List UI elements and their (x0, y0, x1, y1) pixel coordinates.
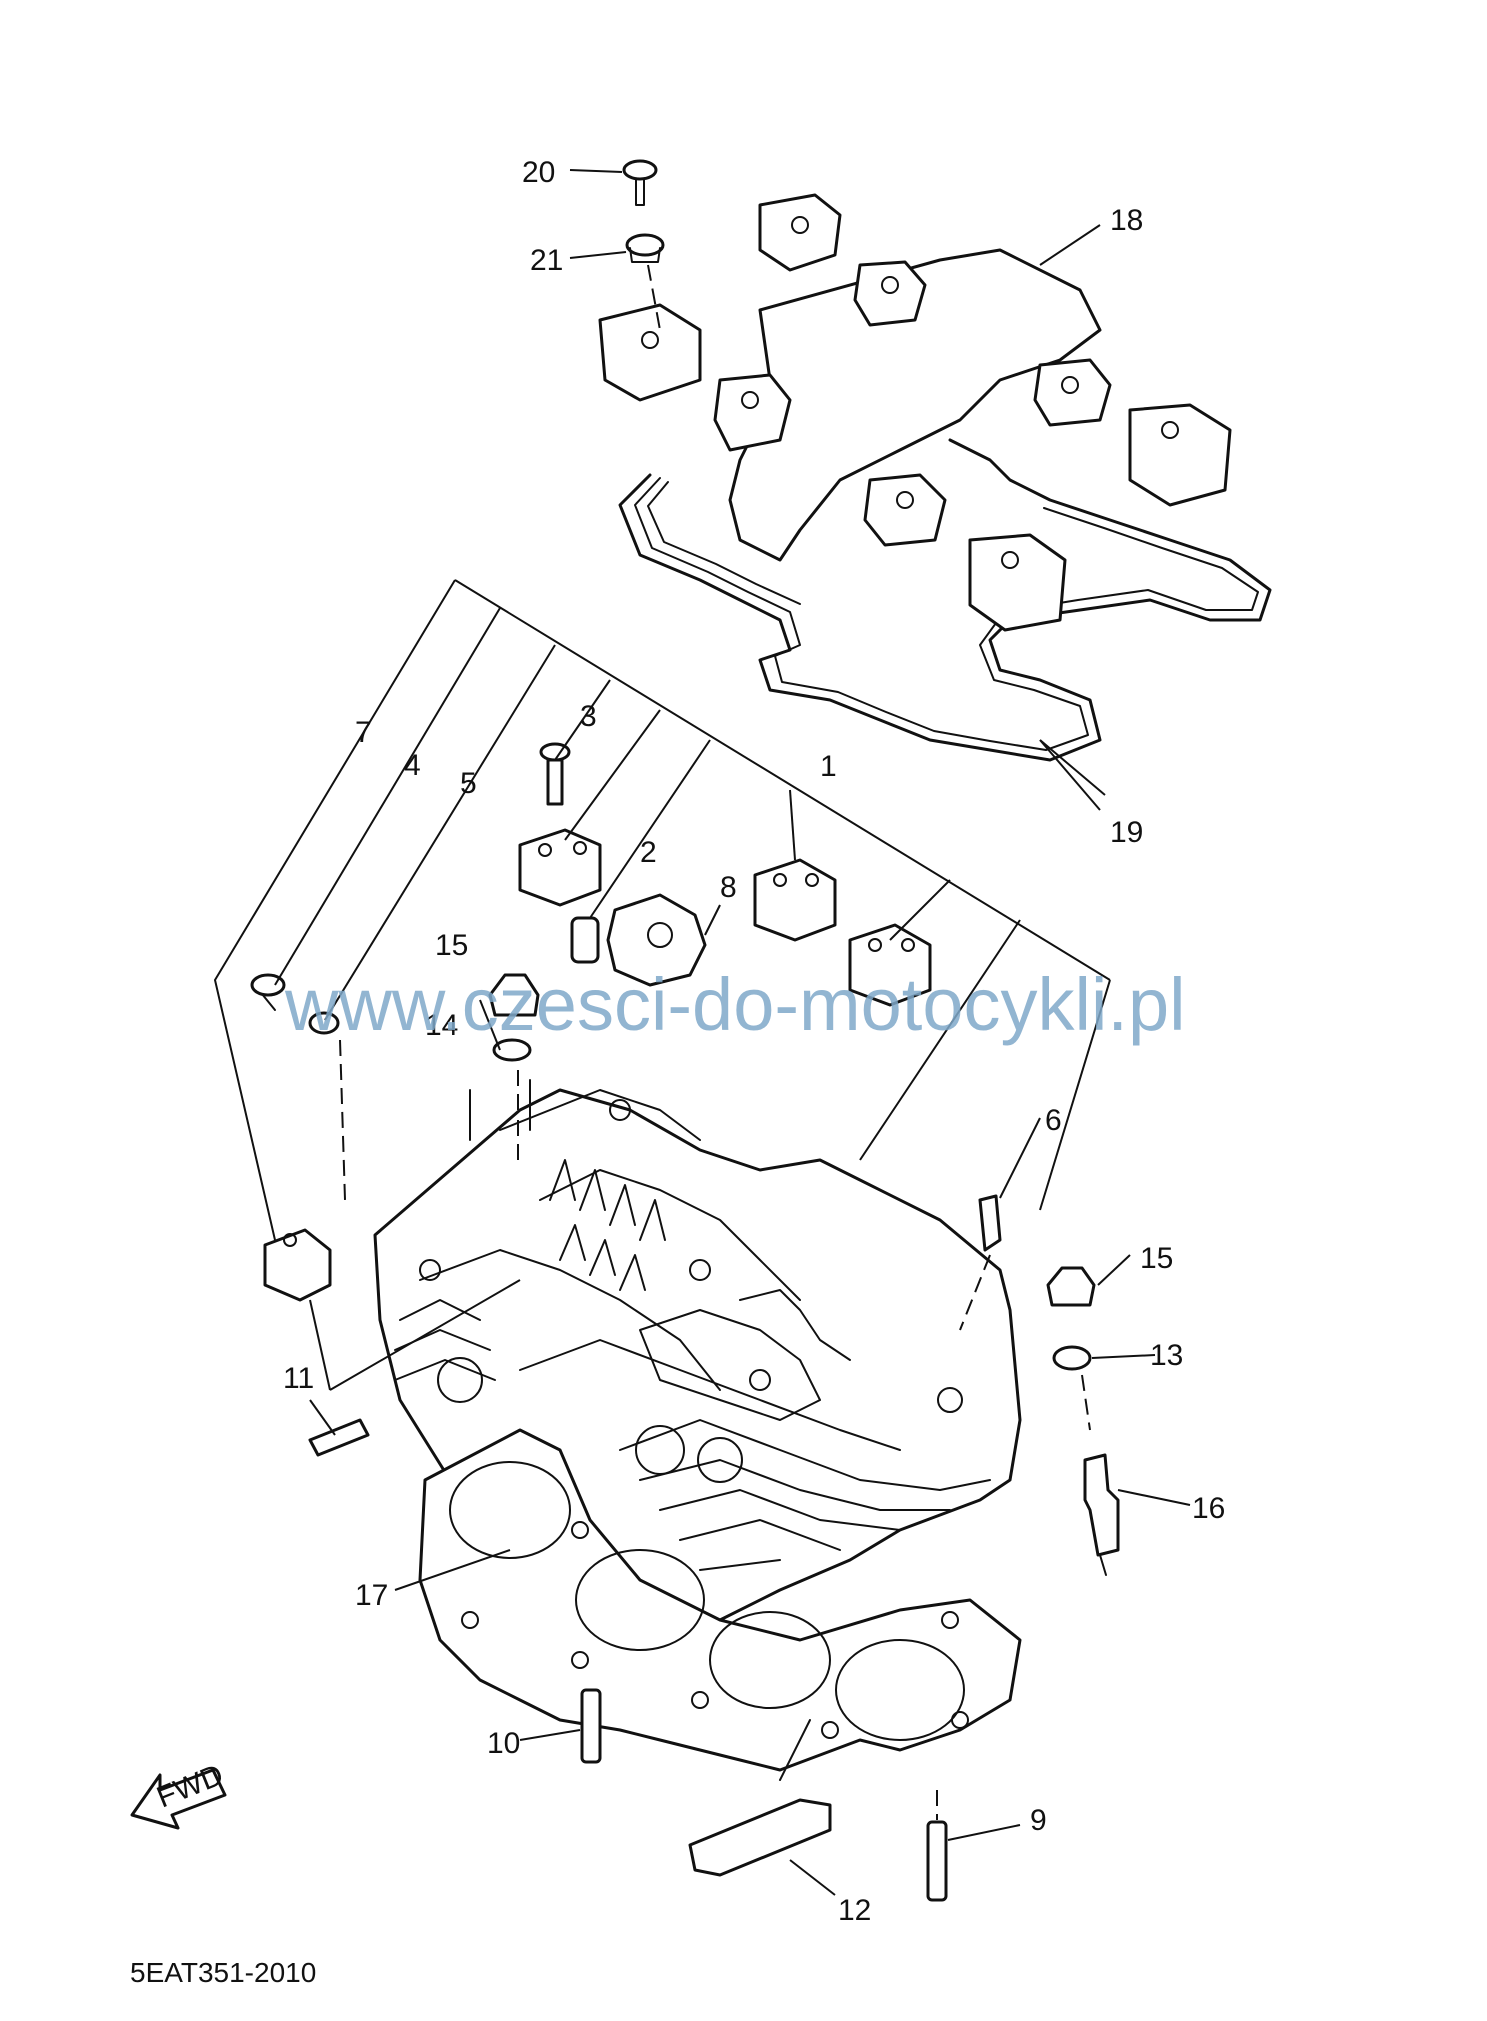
callout-2: 2 (640, 836, 657, 869)
washer-21 (625, 233, 665, 331)
bracket-7 (263, 1228, 332, 1302)
cap-nut-15-top (488, 973, 540, 1160)
head-cover (598, 193, 1232, 632)
head-cover-gasket (618, 438, 1272, 762)
cam-cap-left (518, 828, 602, 907)
callout-labels: 1 2 3 4 5 6 7 8 9 10 11 12 13 14 15 15 1… (283, 156, 1225, 1927)
head-gasket (418, 1428, 1022, 1772)
washer-13 (1052, 1345, 1092, 1431)
bolt-4 (250, 973, 286, 1011)
assembly-bracket-lines (213, 579, 1111, 1391)
callout-11: 11 (283, 1362, 314, 1395)
callout-15-top: 15 (435, 929, 468, 962)
callout-21: 21 (530, 244, 563, 277)
callout-19: 19 (1110, 816, 1143, 849)
watermark-url: www.czesci-do-motocykli.pl (284, 963, 1186, 1046)
fwd-label: FWD (152, 1758, 228, 1814)
guide-12 (688, 1719, 832, 1877)
bolt-20 (622, 159, 658, 206)
callout-6: 6 (1045, 1104, 1062, 1137)
callout-12: 12 (838, 1894, 871, 1927)
cam-cap-right-a (753, 858, 837, 942)
callout-16: 16 (1192, 1492, 1225, 1525)
cap-8 (606, 893, 707, 987)
diagram-code: 5EAT351-2010 (130, 1957, 316, 1988)
callout-14: 14 (425, 1009, 458, 1042)
dowel-2 (570, 916, 600, 964)
washer-14 (492, 1038, 532, 1110)
seal-5 (308, 1011, 346, 1201)
callout-3: 3 (580, 700, 597, 733)
callout-10: 10 (487, 1727, 520, 1760)
callout-17: 17 (355, 1579, 388, 1612)
fwd-arrow-icon: FWD (130, 1758, 228, 1830)
stud-11 (308, 1418, 370, 1457)
stud-10 (580, 1688, 602, 1764)
callout-leaders (309, 169, 1191, 1896)
callout-8: 8 (720, 871, 737, 904)
callout-9: 9 (1030, 1804, 1047, 1837)
callout-18: 18 (1110, 204, 1143, 237)
bolt-3 (539, 742, 571, 806)
callout-1: 1 (820, 750, 837, 783)
stud-9 (926, 1790, 948, 1902)
callout-20: 20 (522, 156, 555, 189)
callout-13: 13 (1150, 1339, 1183, 1372)
cam-cap-right-b (848, 923, 932, 1007)
guide-6 (959, 1194, 1002, 1331)
callout-4: 4 (404, 749, 421, 782)
spark-plug-16 (1083, 1453, 1120, 1576)
callout-5: 5 (460, 767, 477, 800)
callout-15-right: 15 (1140, 1242, 1173, 1275)
cap-nut-15-right (1046, 1266, 1096, 1307)
callout-7: 7 (355, 716, 372, 749)
